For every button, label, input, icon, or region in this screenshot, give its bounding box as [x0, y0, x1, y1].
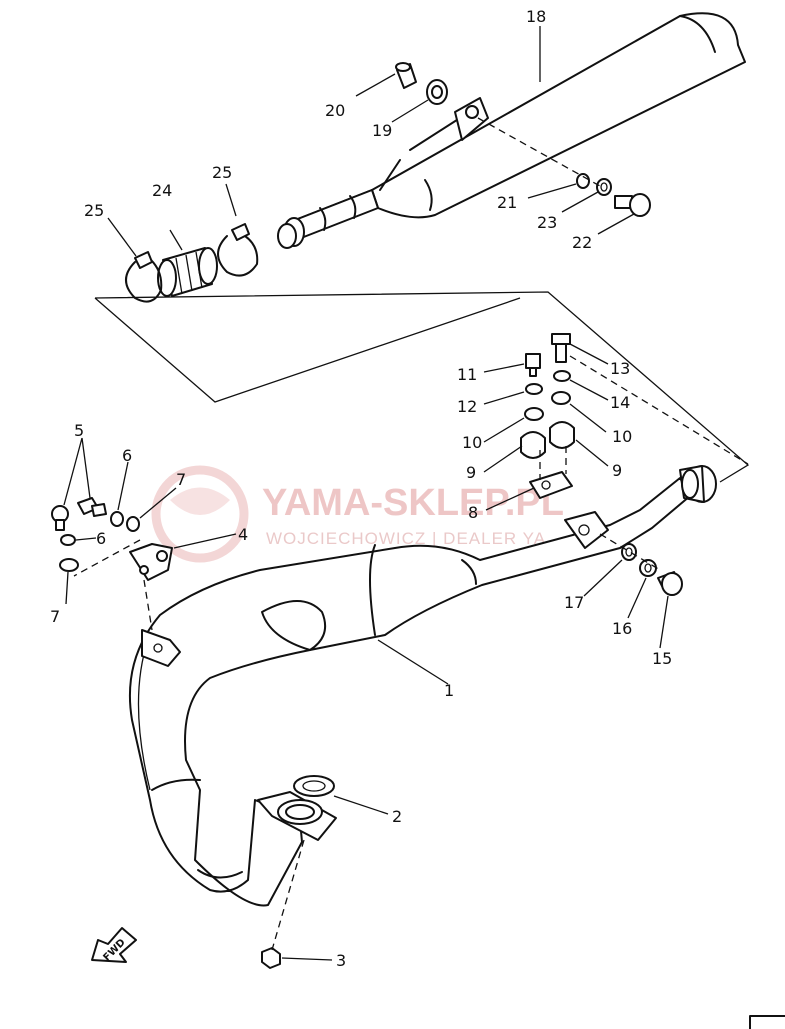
- washer-part-12: [525, 383, 543, 395]
- label-part-11: 11: [457, 365, 477, 384]
- label-part-4: 4: [238, 525, 248, 544]
- label-part-25-right: 25: [212, 163, 232, 182]
- label-part-3: 3: [336, 951, 346, 970]
- label-part-21: 21: [497, 193, 517, 212]
- label-part-5: 5: [74, 421, 84, 440]
- lock-washer-part-23: [596, 178, 612, 196]
- watermark-brand: YAMA-SKLEP.PL: [262, 482, 564, 524]
- label-part-13: 13: [610, 359, 630, 378]
- collar-part-20: [395, 62, 417, 89]
- label-part-10-right: 10: [612, 427, 632, 446]
- label-part-24: 24: [152, 181, 172, 200]
- bolt-part-15: [657, 571, 683, 596]
- label-part-23: 23: [537, 213, 557, 232]
- bolt-part-13: [551, 333, 571, 363]
- watermark-logo: [151, 465, 249, 563]
- label-part-2: 2: [392, 807, 402, 826]
- part-labels: 18 20 19 21 23 22 25 24 25 5 6 7 4 6 7 1…: [50, 7, 672, 970]
- forward-arrow-icon: FWD: [91, 927, 137, 963]
- label-part-7-bottom: 7: [50, 607, 60, 626]
- label-part-6-bottom: 6: [96, 529, 106, 548]
- leader-lines: [63, 26, 669, 961]
- label-part-25-left: 25: [84, 201, 104, 220]
- damper-part-9: [520, 421, 575, 459]
- label-part-20: 20: [325, 101, 345, 120]
- label-part-17: 17: [564, 593, 584, 612]
- grommet-part-19: [426, 79, 448, 105]
- label-part-18: 18: [526, 7, 546, 26]
- exhaust-pipe-part-1: [128, 465, 717, 907]
- bolt-part-22: [614, 193, 651, 217]
- clamp-part-25-front: [125, 251, 163, 303]
- watermark-tagline: WOJCIECHOWICZ | DEALER YA: [266, 529, 546, 548]
- label-part-14: 14: [610, 393, 630, 412]
- watermark: YAMA-SKLEP.PL WOJCIECHOWICZ | DEALER YA: [151, 465, 564, 563]
- washer-part-7: [59, 516, 140, 572]
- corner-mark: [749, 1015, 785, 1029]
- label-part-22: 22: [572, 233, 592, 252]
- label-part-6-top: 6: [122, 446, 132, 465]
- bolt-part-5-left: [51, 505, 69, 531]
- joint-pipe-part-24: [157, 247, 218, 297]
- label-part-9-left: 9: [466, 463, 476, 482]
- assembly-outline: [94, 291, 750, 483]
- label-part-19: 19: [372, 121, 392, 140]
- label-part-1: 1: [444, 681, 454, 700]
- muffler-part-18: [277, 12, 746, 249]
- label-part-9-right: 9: [612, 461, 622, 480]
- label-part-7-top: 7: [176, 470, 186, 489]
- assembly-lines: [73, 117, 749, 951]
- collar-part-10: [524, 391, 571, 421]
- gasket-part-2: [293, 775, 335, 797]
- lock-washer-part-6: [60, 511, 124, 546]
- washer-part-17: [621, 543, 637, 561]
- label-part-12: 12: [457, 397, 477, 416]
- label-part-15: 15: [652, 649, 672, 668]
- nut-part-3: [261, 947, 281, 969]
- stay-part-4: [129, 543, 173, 581]
- bolt-part-5-right: [77, 497, 107, 517]
- bolt-part-11: [525, 353, 541, 377]
- label-part-8: 8: [468, 503, 478, 522]
- lock-washer-part-16: [639, 559, 657, 577]
- label-part-10-left: 10: [462, 433, 482, 452]
- washer-part-14: [553, 370, 571, 382]
- stay-part-8: [529, 471, 573, 499]
- clamp-part-25-rear: [217, 223, 259, 277]
- label-part-16: 16: [612, 619, 632, 638]
